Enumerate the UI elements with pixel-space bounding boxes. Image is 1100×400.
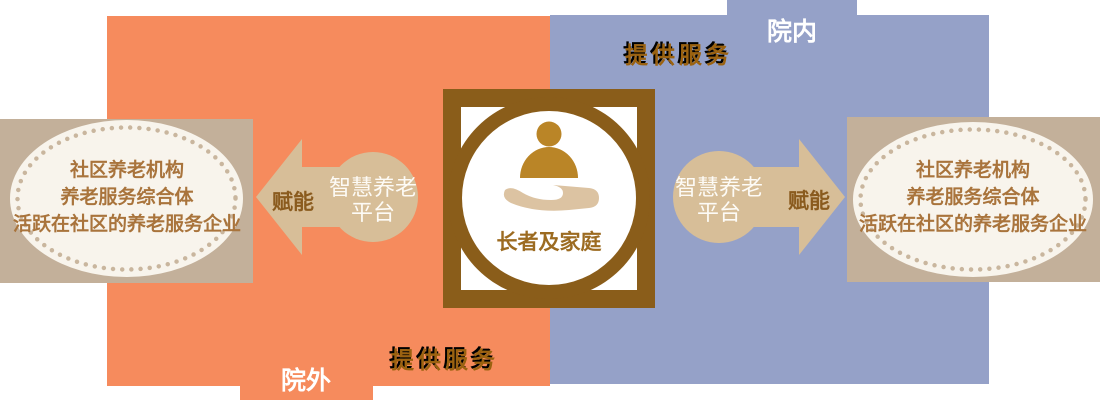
left-platform-label: 智慧养老 平台 bbox=[323, 175, 423, 225]
left-platform-line2: 平台 bbox=[350, 200, 395, 225]
outside-zone-tab bbox=[240, 384, 373, 400]
right-community-text: 社区养老机构 养老服务综合体 活跃在社区的养老服务企业 bbox=[856, 157, 1090, 238]
inside-zone-tab bbox=[727, 0, 857, 16]
left-community-line: 活跃在社区的养老服务企业 bbox=[12, 214, 241, 235]
left-community-ellipse bbox=[10, 120, 243, 277]
outside-zone-label: 院外 bbox=[280, 367, 331, 395]
right-empower-label: 赋能 bbox=[788, 190, 830, 213]
center-entity-label: 长者及家庭 bbox=[496, 231, 602, 254]
right-empower-arrow bbox=[673, 139, 845, 255]
left-empower-label: 赋能 bbox=[272, 191, 314, 214]
right-platform-line1: 智慧养老 bbox=[674, 175, 763, 200]
inside-zone-label: 院内 bbox=[766, 18, 817, 46]
right-community-line: 活跃在社区的养老服务企业 bbox=[858, 214, 1087, 235]
outside-service-label: 提供服务 bbox=[391, 347, 499, 373]
right-community-ellipse bbox=[853, 122, 1093, 277]
left-community-line: 养老服务综合体 bbox=[60, 187, 194, 208]
left-community-text: 社区养老机构 养老服务综合体 活跃在社区的养老服务企业 bbox=[10, 157, 244, 238]
right-community-line: 养老服务综合体 bbox=[906, 187, 1040, 208]
right-platform-label: 智慧养老 平台 bbox=[669, 175, 769, 225]
right-platform-line2: 平台 bbox=[696, 200, 741, 225]
left-community-line: 社区养老机构 bbox=[69, 160, 184, 181]
inside-service-label: 提供服务 bbox=[625, 42, 733, 68]
left-empower-arrow bbox=[256, 139, 418, 255]
left-platform-line1: 智慧养老 bbox=[328, 175, 417, 200]
left-platform-circle bbox=[328, 152, 418, 242]
right-community-line: 社区养老机构 bbox=[915, 160, 1030, 181]
right-platform-circle bbox=[673, 151, 765, 243]
center-emblem bbox=[443, 89, 655, 308]
hand-holding-person-icon bbox=[503, 121, 599, 211]
